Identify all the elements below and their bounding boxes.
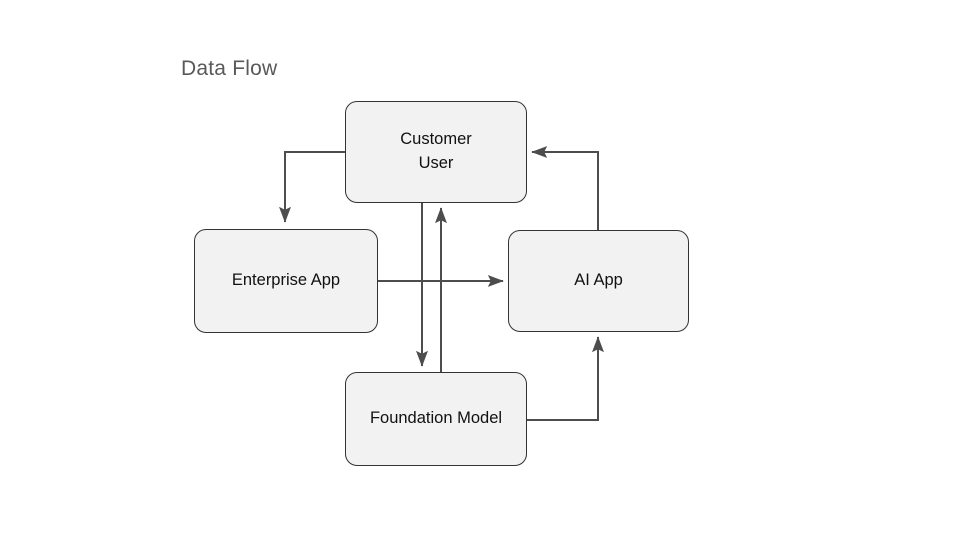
node-enterprise-app[interactable]: Enterprise App: [194, 229, 378, 333]
edge-ai-app-to-customer-user: [531, 146, 599, 230]
node-enterprise-app-label: Enterprise App: [231, 271, 341, 290]
edge-customer-user-to-enterprise-app: [279, 151, 345, 223]
node-foundation-model[interactable]: Foundation Model: [345, 372, 527, 466]
node-ai-app[interactable]: AI App: [508, 230, 689, 332]
node-customer-user-label: Customer User: [400, 130, 472, 172]
node-foundation-model-label: Foundation Model: [369, 409, 503, 428]
node-ai-app-label: AI App: [574, 271, 623, 290]
node-customer-user[interactable]: Customer User: [345, 101, 527, 203]
page-title: Data Flow: [181, 57, 278, 80]
edge-foundation-model-to-ai-app: [527, 336, 604, 421]
